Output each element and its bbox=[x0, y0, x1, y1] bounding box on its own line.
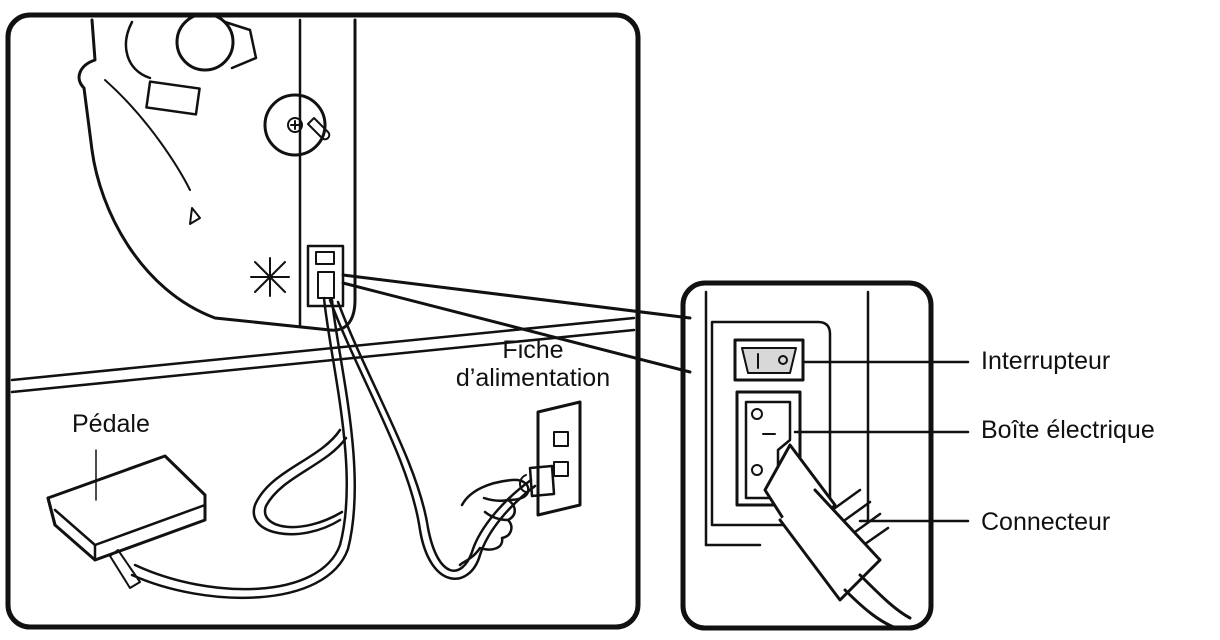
hand-icon bbox=[458, 478, 530, 567]
wall-outlet-icon bbox=[536, 400, 582, 517]
zoom-lines bbox=[341, 273, 692, 374]
label-fiche-line1: Fiche bbox=[502, 336, 564, 364]
label-boite-electrique: Boîte électrique bbox=[981, 416, 1155, 444]
foot-pedal-icon bbox=[46, 449, 207, 589]
speaker-grille bbox=[250, 257, 290, 297]
power-switch-icon bbox=[733, 338, 805, 382]
main-panel-frame bbox=[5, 12, 641, 630]
label-fiche-line2: d’alimentation bbox=[455, 364, 611, 392]
label-interrupteur: Interrupteur bbox=[981, 347, 1111, 375]
detail-machine-side bbox=[704, 290, 870, 547]
leader-lines bbox=[793, 360, 970, 523]
label-connecteur: Connecteur bbox=[981, 508, 1111, 536]
detail-panel-frame bbox=[680, 280, 934, 631]
label-fiche-alimentation: Fiche d’alimentation bbox=[443, 336, 623, 392]
power-cord bbox=[328, 298, 537, 580]
label-pedale: Pédale bbox=[72, 410, 150, 438]
power-plug-icon bbox=[519, 464, 556, 498]
sewing-machine-icon bbox=[77, 12, 357, 332]
connector-icon bbox=[763, 443, 912, 630]
pedal-cord bbox=[130, 296, 357, 600]
table-edge bbox=[10, 316, 636, 394]
